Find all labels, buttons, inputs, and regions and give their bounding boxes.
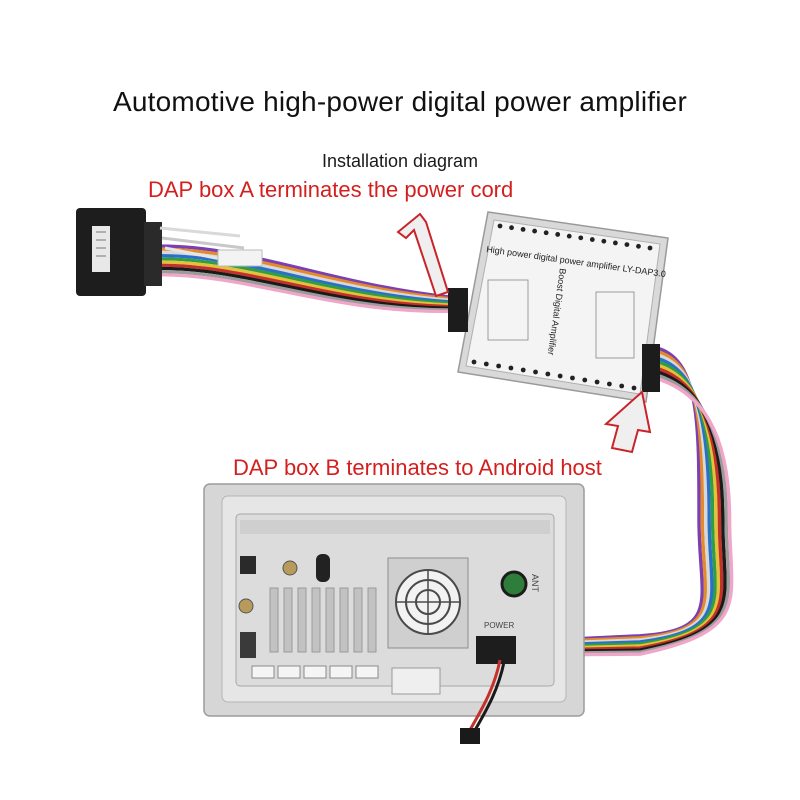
vent-hole: [497, 223, 503, 229]
connector: [277, 665, 301, 679]
android-head-unit: ANT POWER: [203, 483, 585, 717]
vent-hole: [543, 230, 549, 236]
page-title: Automotive high-power digital power ampl…: [113, 86, 687, 117]
connector: [303, 665, 327, 679]
wire: [158, 254, 452, 304]
vent-hole: [566, 233, 572, 239]
box-a-socket: [448, 288, 468, 332]
vent-hole: [631, 385, 637, 391]
wire: [478, 377, 734, 658]
usb-port: [240, 632, 256, 658]
fin: [353, 587, 363, 653]
fin: [269, 587, 279, 653]
optical-port: [240, 556, 256, 574]
wire: [158, 244, 452, 299]
diagram-subtitle: Installation diagram: [321, 151, 479, 171]
fin: [297, 587, 307, 653]
fin: [283, 587, 293, 653]
bottom-connectors: [251, 665, 379, 679]
vent-hole: [578, 235, 584, 241]
vent-hole: [594, 379, 600, 385]
power-socket: [476, 636, 516, 664]
connector: [251, 665, 275, 679]
fin: [339, 587, 349, 653]
vent-hole: [520, 367, 526, 373]
connector: [329, 665, 353, 679]
vent-hole: [647, 245, 653, 251]
vent-hole: [570, 375, 575, 381]
gps-jack: [238, 598, 254, 614]
vent-hole: [601, 238, 607, 244]
vent-hole: [619, 383, 625, 389]
wire: [158, 247, 452, 301]
vent-hole: [606, 381, 612, 387]
vent-hole: [533, 369, 538, 375]
callout-box-b: DAP box B terminates to Android host: [233, 455, 602, 480]
callout-box-a: DAP box A terminates the power cord: [148, 177, 514, 202]
vent-hole: [483, 361, 489, 367]
cooling-fan: [387, 557, 469, 649]
loose-wire-ends: [159, 226, 263, 267]
antenna-port: [500, 570, 528, 598]
vent-hole: [557, 373, 563, 379]
vent-hole: [545, 371, 551, 377]
vent-hole: [624, 242, 630, 248]
wire: [158, 260, 452, 307]
wire: [158, 273, 452, 314]
vent-hole: [582, 377, 588, 383]
vent-hole: [508, 365, 514, 371]
arrow-to-box-a: [396, 212, 450, 298]
rca-jack: [282, 560, 298, 576]
fin: [311, 587, 321, 653]
wire: [158, 257, 452, 305]
vent-hole: [471, 359, 477, 365]
vent-hole: [589, 237, 595, 242]
wire: [158, 270, 452, 312]
fin: [367, 587, 377, 653]
vehicle-plug-connector: [76, 208, 162, 296]
vent-hole: [496, 363, 502, 369]
fin: [325, 587, 335, 653]
arrow-to-box-b: [603, 390, 652, 454]
vent-hole: [636, 243, 641, 249]
vent-hole: [555, 232, 561, 237]
vent-hole: [509, 225, 514, 231]
ant-label: ANT: [530, 574, 540, 593]
vent-hole: [612, 240, 618, 246]
wire: [158, 263, 452, 309]
power-label: POWER: [484, 621, 514, 630]
speaker-plug: [460, 659, 506, 744]
heat-sink-fins: [269, 587, 377, 653]
vent-hole: [532, 228, 538, 234]
amplifier-box: High power digital power amplifier LY-DA…: [448, 211, 669, 403]
connector: [355, 665, 379, 679]
box-b-socket: [642, 344, 660, 392]
vent-hole: [520, 226, 526, 232]
wire: [158, 266, 452, 310]
antenna-knob: [316, 554, 330, 582]
wire-harness-right: [478, 347, 734, 658]
